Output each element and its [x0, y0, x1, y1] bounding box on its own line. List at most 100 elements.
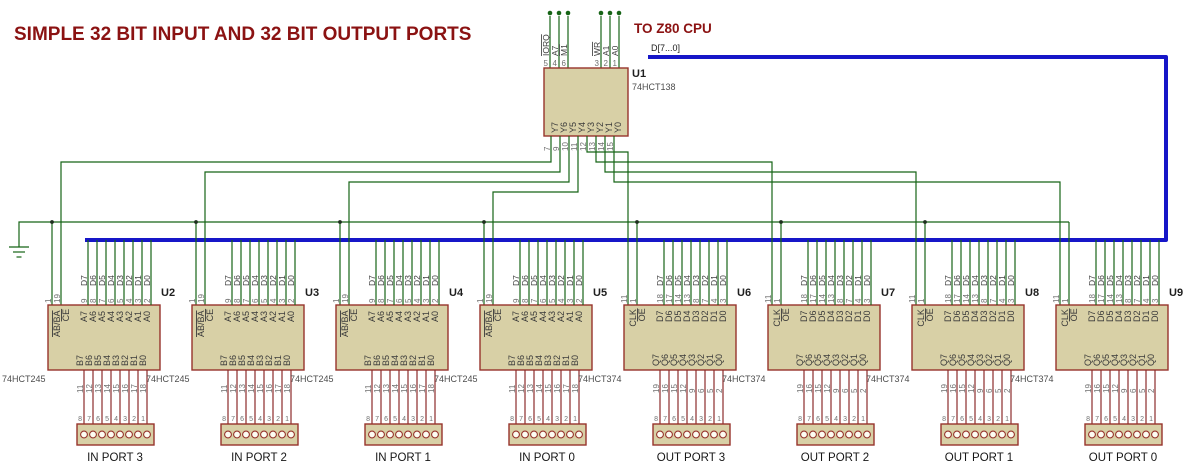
- connector[interactable]: [220, 423, 299, 446]
- connector[interactable]: [508, 423, 587, 446]
- chip-body-u9[interactable]: [1055, 304, 1169, 371]
- chip-body-u3[interactable]: [191, 304, 305, 371]
- port-label: IN PORT 2: [231, 452, 287, 464]
- pin-label: AB/BA: [52, 310, 62, 337]
- connector-pin[interactable]: [1151, 430, 1159, 439]
- chip-body-u5[interactable]: [479, 304, 593, 371]
- connector-pin[interactable]: [377, 430, 385, 439]
- connector[interactable]: [364, 423, 443, 446]
- connector-pin[interactable]: [719, 430, 727, 439]
- connector-pin[interactable]: [818, 430, 826, 439]
- chip-body-u2[interactable]: [47, 304, 161, 371]
- connector-pin[interactable]: [134, 430, 142, 439]
- pin-number: 15: [1102, 384, 1111, 393]
- connector[interactable]: [796, 423, 875, 446]
- connector-pin[interactable]: [998, 430, 1006, 439]
- connector-pin[interactable]: [1106, 430, 1114, 439]
- net-label: D2: [988, 275, 998, 286]
- connector-pin[interactable]: [1088, 430, 1096, 439]
- connector-pin[interactable]: [1142, 430, 1150, 439]
- pin-label: A1: [421, 311, 431, 322]
- connector-pin-number: 8: [78, 416, 82, 423]
- connector-pin[interactable]: [962, 430, 970, 439]
- connector-pin[interactable]: [395, 430, 403, 439]
- connector-pin[interactable]: [287, 430, 295, 439]
- decoder-body[interactable]: [543, 67, 629, 137]
- pin-label: A7: [79, 311, 89, 322]
- pin-label: D6: [664, 310, 674, 322]
- connector-pin[interactable]: [80, 430, 88, 439]
- net-label: D6: [520, 275, 530, 286]
- connector[interactable]: [940, 423, 1019, 446]
- connector-pin[interactable]: [413, 430, 421, 439]
- pin-label: A4: [250, 311, 260, 322]
- connector-pin[interactable]: [98, 430, 106, 439]
- connector-pin[interactable]: [701, 430, 709, 439]
- connector-pin[interactable]: [368, 430, 376, 439]
- connector-pin[interactable]: [692, 430, 700, 439]
- connector-pin[interactable]: [512, 430, 520, 439]
- pin-label: B4: [102, 355, 112, 366]
- connector-pin[interactable]: [530, 430, 538, 439]
- connector-pin[interactable]: [971, 430, 979, 439]
- connector-pin[interactable]: [422, 430, 430, 439]
- connector-pin[interactable]: [233, 430, 241, 439]
- connector-pin[interactable]: [1133, 430, 1141, 439]
- connector-pin[interactable]: [89, 430, 97, 439]
- chip-body-u4[interactable]: [335, 304, 449, 371]
- connector-pin[interactable]: [125, 430, 133, 439]
- connector-pin[interactable]: [980, 430, 988, 439]
- connector-pin[interactable]: [800, 430, 808, 439]
- connector-pin[interactable]: [710, 430, 718, 439]
- chip-body-u6[interactable]: [623, 304, 737, 371]
- chip-body-u7[interactable]: [767, 304, 881, 371]
- pin-label: Q4: [678, 354, 688, 366]
- connector-pin[interactable]: [989, 430, 997, 439]
- connector-pin[interactable]: [674, 430, 682, 439]
- pin-number: 11: [76, 384, 85, 393]
- connector-pin[interactable]: [386, 430, 394, 439]
- connector-pin[interactable]: [665, 430, 673, 439]
- connector[interactable]: [652, 423, 731, 446]
- connector-pin[interactable]: [827, 430, 835, 439]
- chip-body-u8[interactable]: [911, 304, 1025, 371]
- connector-pin[interactable]: [548, 430, 556, 439]
- connector-pin[interactable]: [566, 430, 574, 439]
- connector-pin[interactable]: [251, 430, 259, 439]
- connector-pin[interactable]: [656, 430, 664, 439]
- connector-pin[interactable]: [242, 430, 250, 439]
- connector-pin[interactable]: [116, 430, 124, 439]
- connector-pin[interactable]: [521, 430, 529, 439]
- connector-pin[interactable]: [1124, 430, 1132, 439]
- connector-pin[interactable]: [224, 430, 232, 439]
- connector-pin[interactable]: [1097, 430, 1105, 439]
- connector[interactable]: [76, 423, 155, 446]
- connector-pin[interactable]: [854, 430, 862, 439]
- connector-pin[interactable]: [944, 430, 952, 439]
- connector-pin[interactable]: [278, 430, 286, 439]
- connector[interactable]: [1084, 423, 1163, 446]
- connector-pin[interactable]: [260, 430, 268, 439]
- connector-pin[interactable]: [836, 430, 844, 439]
- pin-label: A4: [106, 311, 116, 322]
- connector-pin[interactable]: [431, 430, 439, 439]
- connector-pin[interactable]: [1115, 430, 1123, 439]
- connector-pin[interactable]: [809, 430, 817, 439]
- connector-pin[interactable]: [269, 430, 277, 439]
- connector-pin[interactable]: [143, 430, 151, 439]
- connector-pin[interactable]: [845, 430, 853, 439]
- connector-pin[interactable]: [863, 430, 871, 439]
- connector-pin[interactable]: [953, 430, 961, 439]
- connector-pin[interactable]: [1007, 430, 1015, 439]
- pin-number: 17: [665, 294, 674, 303]
- connector-pin-number: 1: [141, 416, 145, 423]
- connector-pin[interactable]: [683, 430, 691, 439]
- connector-pin[interactable]: [107, 430, 115, 439]
- connector-pin[interactable]: [575, 430, 583, 439]
- pin-label: Y1: [604, 122, 614, 133]
- pin-number: 11: [620, 294, 629, 303]
- connector-pin[interactable]: [539, 430, 547, 439]
- connector-pin[interactable]: [404, 430, 412, 439]
- connector-pin[interactable]: [557, 430, 565, 439]
